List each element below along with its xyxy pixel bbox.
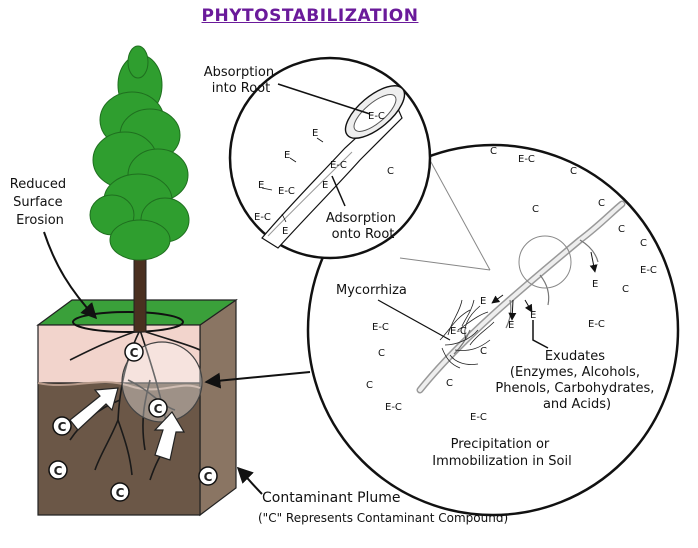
- e-symbol: E: [282, 226, 288, 237]
- svg-text:C: C: [154, 402, 163, 416]
- c-symbol: C: [598, 198, 605, 209]
- c-symbol: C: [490, 146, 497, 157]
- svg-text:C: C: [54, 464, 63, 478]
- e-symbol: E: [284, 150, 290, 161]
- contaminant-c-icon: C: [110, 482, 130, 502]
- ec-symbol: E-C: [368, 111, 385, 122]
- tree-foliage: [89, 45, 190, 261]
- ec-symbol: E-C: [330, 160, 347, 171]
- ec-symbol: E-C: [450, 326, 467, 337]
- e-symbol: E: [322, 180, 328, 191]
- ec-symbol: E-C: [254, 212, 271, 223]
- adsorption-pointer: [331, 175, 346, 207]
- ec-symbol: E-C: [470, 412, 487, 423]
- svg-text:C: C: [204, 470, 213, 484]
- root-surface-detail: [228, 56, 432, 260]
- contaminant-flow-arrows: [69, 387, 186, 461]
- c-symbol: C: [622, 284, 629, 295]
- contaminant-c-icon: C: [198, 466, 218, 486]
- c-symbol: C: [618, 224, 625, 235]
- c-symbol: C: [532, 204, 539, 215]
- e-symbol: E: [312, 128, 318, 139]
- e-symbol: E: [508, 320, 514, 331]
- exudates-label: Exudates (Enzymes, Alcohols, Phenols, Ca…: [495, 349, 658, 412]
- c-symbol: C: [480, 346, 487, 357]
- contaminant-c-icon: C: [52, 416, 72, 436]
- c-symbol: C: [446, 378, 453, 389]
- e-symbol: E: [592, 279, 598, 290]
- c-symbol: C: [640, 238, 647, 249]
- mycorrhiza-label: Mycorrhiza: [336, 283, 407, 298]
- e-symbol: E: [258, 180, 264, 191]
- contaminant-c-icon: C: [48, 460, 68, 480]
- erosion-zone-outline: [72, 311, 184, 333]
- svg-text:C: C: [58, 420, 67, 434]
- c-symbol: C: [387, 166, 394, 177]
- absorption-pointer: [277, 83, 371, 115]
- rhizosphere-detail: [306, 141, 680, 517]
- absorption-label: Absorption into Root: [204, 65, 279, 96]
- exudates-pointer: [532, 320, 549, 349]
- c-symbol: C: [570, 166, 577, 177]
- ec-symbol: E-C: [518, 154, 535, 165]
- plume-label: Contaminant Plume: [262, 490, 401, 506]
- e-symbol: E: [530, 310, 536, 321]
- ec-symbol: E-C: [640, 265, 657, 276]
- rhizosphere-symbols: C E-C C C C C C E-C C E E-C E E E E-C C …: [366, 146, 657, 423]
- plume-arrow: [236, 466, 263, 495]
- tree-trunk: [133, 249, 147, 333]
- c-symbol: C: [378, 348, 385, 359]
- contaminant-c-icon: C: [124, 342, 144, 362]
- ec-symbol: E-C: [372, 322, 389, 333]
- plume-note: ("C" Represents Contaminant Compound): [258, 511, 508, 525]
- reduced-erosion-label: Reduced Surface Erosion: [10, 177, 70, 228]
- svg-text:C: C: [130, 346, 139, 360]
- contaminant-c-icon: C: [148, 398, 168, 418]
- ec-symbol: E-C: [278, 186, 295, 197]
- diagram-title: PHYTOSTABILIZATION: [201, 6, 419, 26]
- precipitation-label: Precipitation or Immobilization in Soil: [432, 437, 571, 469]
- adsorption-label: Adsorption onto Root: [326, 211, 400, 242]
- root-surface-symbols: E-C E E E-C C E E-C E E-C E: [254, 111, 394, 237]
- e-symbol: E: [480, 296, 486, 307]
- soil-contaminant-symbols: C C C C C C: [48, 342, 218, 502]
- mycorrhiza-pointer: [377, 299, 451, 341]
- erosion-arrow: [43, 231, 98, 320]
- ec-symbol: E-C: [385, 402, 402, 413]
- svg-text:C: C: [116, 486, 125, 500]
- mycorrhiza-hyphae: [439, 299, 495, 369]
- magnify-arrow: [204, 371, 311, 389]
- ec-symbol: E-C: [588, 319, 605, 330]
- c-symbol: C: [366, 380, 373, 391]
